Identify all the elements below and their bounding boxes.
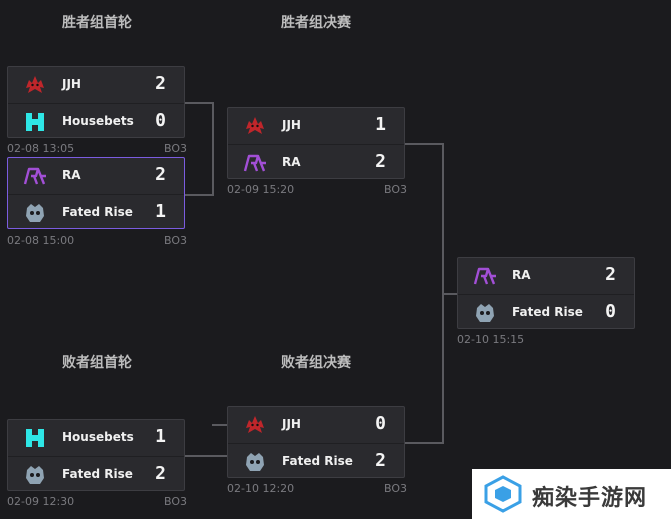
match-card[interactable]: JJH 2 Housebets 0 [7,66,185,138]
match-card[interactable]: JJH 1 RA 2 [227,107,405,179]
match-meta: 02-09 15:20 BO3 [227,183,409,197]
match-card[interactable]: RA 2 Fated Rise 0 [457,257,635,329]
cube-logo-icon [482,475,524,517]
housebets-logo-icon [22,427,48,449]
fated-rise-logo-icon [472,302,498,324]
watermark: 痴染手游网 [472,469,671,519]
match-card[interactable]: RA 2 Fated Rise 1 [7,157,185,229]
team-score: 2 [155,164,166,185]
team-score: 2 [155,463,166,484]
match-format: BO3 [163,234,187,247]
team-row[interactable]: Fated Rise 0 [458,294,634,331]
watermark-text: 痴染手游网 [532,486,648,511]
team-score: 0 [605,301,616,322]
ra-logo-icon [242,152,268,174]
stage-title-losers-final: 败者组决赛 [281,355,351,371]
team-score: 2 [375,450,386,471]
match-meta: 02-08 13:05 BO3 [7,142,189,156]
jjh-logo-icon [242,115,268,137]
match-format: BO3 [163,142,187,155]
team-name: Fated Rise [282,454,353,468]
team-score: 2 [155,73,166,94]
match-date: 02-08 13:05 [7,142,75,155]
team-name: Fated Rise [62,467,133,481]
team-row[interactable]: JJH 0 [228,407,404,443]
team-name: JJH [282,118,301,132]
team-name: RA [282,155,301,169]
match-meta: 02-09 12:30 BO3 [7,495,189,509]
ra-logo-icon [22,165,48,187]
team-score: 0 [375,413,386,434]
fated-rise-logo-icon [22,202,48,224]
team-score: 0 [155,110,166,131]
match-format: BO3 [383,482,407,495]
team-row[interactable]: RA 2 [228,144,404,181]
match-date: 02-10 12:20 [227,482,295,495]
match-format: BO3 [383,183,407,196]
match-meta: 02-10 15:15 [457,333,639,347]
fated-rise-logo-icon [22,464,48,486]
team-row[interactable]: Housebets 1 [8,420,184,456]
match-date: 02-09 15:20 [227,183,295,196]
team-row[interactable]: Fated Rise 2 [8,456,184,493]
jjh-logo-icon [242,414,268,436]
team-name: JJH [282,417,301,431]
fated-rise-logo-icon [242,451,268,473]
team-name: RA [512,268,531,282]
team-name: Housebets [62,430,134,444]
team-row[interactable]: JJH 2 [8,67,184,103]
housebets-logo-icon [22,111,48,133]
team-score: 2 [375,151,386,172]
team-row[interactable]: RA 2 [458,258,634,294]
team-row[interactable]: JJH 1 [228,108,404,144]
stage-title-losers-round1: 败者组首轮 [62,355,132,371]
team-score: 1 [375,114,386,135]
team-name: Fated Rise [62,205,133,219]
match-date: 02-09 12:30 [7,495,75,508]
team-row[interactable]: Fated Rise 2 [228,443,404,480]
ra-logo-icon [472,265,498,287]
team-name: Housebets [62,114,134,128]
stage-title-winners-round1: 胜者组首轮 [62,15,132,31]
team-score: 2 [605,264,616,285]
team-name: Fated Rise [512,305,583,319]
team-row[interactable]: Housebets 0 [8,103,184,140]
match-format: BO3 [163,495,187,508]
team-row[interactable]: Fated Rise 1 [8,194,184,231]
match-date: 02-08 15:00 [7,234,75,247]
match-meta: 02-08 15:00 BO3 [7,234,189,248]
team-name: RA [62,168,81,182]
match-card[interactable]: JJH 0 Fated Rise 2 [227,406,405,478]
match-card[interactable]: Housebets 1 Fated Rise 2 [7,419,185,491]
team-row[interactable]: RA 2 [8,158,184,194]
match-date: 02-10 15:15 [457,333,525,346]
team-score: 1 [155,426,166,447]
match-meta: 02-10 12:20 BO3 [227,482,409,496]
stage-title-winners-final: 胜者组决赛 [281,15,351,31]
team-name: JJH [62,77,81,91]
team-score: 1 [155,201,166,222]
jjh-logo-icon [22,74,48,96]
